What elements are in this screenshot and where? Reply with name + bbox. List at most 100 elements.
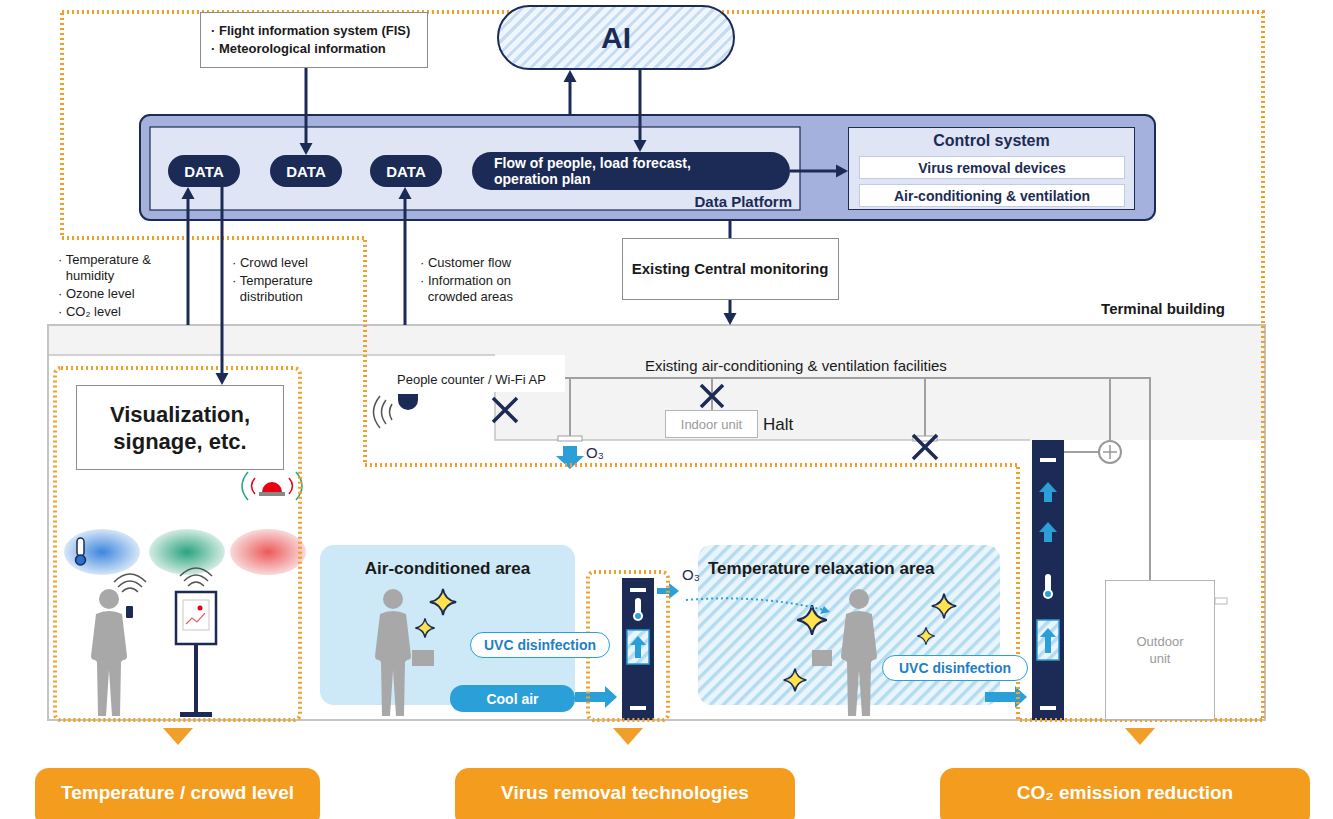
relaxation-zone: Temperature relaxation area [698,545,1000,705]
wifi-signal [180,568,212,586]
category-pill: Temperature / crowd level [35,768,320,819]
uvc-chamber [627,630,649,664]
grille [1040,706,1056,710]
kiosk-screen [198,606,203,611]
thermometer-icon [76,555,86,565]
ceiling-line [49,354,495,356]
airflow-arrow [1039,522,1057,542]
alert-waves [242,472,302,500]
arrow-head [564,70,577,82]
info-source-box: · Flight information system (FIS)· Meteo… [200,12,428,68]
kiosk-chart [186,613,205,624]
grille [630,588,646,592]
clean-sparkle [932,594,957,619]
passenger-figure [841,589,877,716]
air-conditioned-zone-label: Air-conditioned area [320,559,575,579]
connector-line [221,187,224,374]
kiosk-screen [183,600,209,630]
thermometer-icon [633,611,643,621]
scope-outline [55,368,300,720]
indoor-unit-box-label: Indoor unit [681,417,742,432]
air-conditioned-zone: Air-conditioned area [320,545,575,705]
arrow-head [182,187,195,199]
duct-drop [570,378,925,437]
connector-line [404,198,407,325]
thermometer-icon [1043,589,1053,599]
halt-mark [701,385,723,407]
connector-line [790,170,837,173]
briefcase [812,650,832,666]
annotation-label: · Temperature distribution [232,273,350,305]
duct-space-outline [495,392,1030,440]
data-pill-label: DATA [184,163,223,180]
control-item-label: Air-conditioning & ventilation [894,188,1090,204]
annotation-label: · Ozone level [58,286,135,302]
data-pill: DATA [168,155,240,187]
thermometer-icon [77,538,84,556]
category-pill-label: Virus removal technologies [501,782,749,804]
air-conditioned-zone-fill [320,545,575,705]
process-pill-label: Flow of people, load forecast, operation… [494,155,734,187]
people-counter-icon [398,394,418,410]
data-pill-label: DATA [386,163,425,180]
duct-space [495,355,1264,440]
control-item-label: Virus removal devices [918,160,1066,176]
annotation-label: O₃ [586,444,604,461]
data-pill: DATA [370,155,442,187]
annotation-label: · Information on crowded areas [420,273,553,305]
relaxation-zone-label: Temperature relaxation area [708,559,934,579]
annotation-label: O₃ [682,566,700,583]
connector-arrow [724,300,737,325]
connector-line [639,70,642,141]
monitoring-box-label: Existing Central monitoring [632,259,829,279]
arrow-head [399,187,412,199]
connector-arrow [182,187,195,325]
kiosk-base [180,712,212,717]
airflow-arrow [1040,628,1056,653]
outdoor-unit-box: Outdoor unit [1105,580,1215,720]
data-platform-inner [150,127,800,210]
clean-sparkle [784,669,807,692]
temperature-zone-green [149,529,225,575]
connector-arrow [564,70,577,115]
airflow-arrow [630,636,646,658]
connector-arrow [634,70,647,152]
data-pill: DATA [270,155,342,187]
halt-mark [913,435,937,459]
annotation-label: · Temperature & humidity [58,252,178,284]
connector-line [569,81,572,115]
process-pill: Flow of people, load forecast, operation… [472,152,790,190]
annotation-label: · Customer flow [420,255,511,271]
indoor-unit-box: Indoor unit [665,410,758,438]
ai-engine-label: AI [601,21,631,55]
clean-sparkle [430,589,456,615]
outdoor-pipe [1215,598,1227,604]
fan-blades [1103,445,1117,459]
purifier-column [1032,440,1064,720]
cool-air-tag-label: Cool air [486,691,538,707]
data-platform-panel: Data PlatformDATADATADATAFlow of people,… [140,115,1155,220]
control-item: Air-conditioning & ventilation [859,184,1125,207]
thermometer-icon [1045,591,1051,597]
cool-air-tag: Cool air [450,685,575,712]
pointer-triangle [613,728,643,745]
category-pill: Virus removal technologies [455,768,795,819]
building-outline-label: Terminal building [1101,300,1225,317]
airflow-arrow [1039,482,1057,502]
uvc-chamber [1037,620,1059,660]
control-item: Virus removal devices [859,156,1125,179]
annotation-label: Existing air-conditioning & ventilation … [645,357,947,374]
uvc-tag-label: UVC disinfection [899,660,1011,676]
annotation-label: People counter / Wi-Fi AP [397,372,546,388]
data-platform-band [140,115,1155,220]
connector-arrow [216,187,229,385]
alert-beacon-base [259,492,285,496]
clean-sparkle [415,618,434,637]
temperature-zone-blue [64,529,140,575]
category-pill: CO₂ emission reduction [940,768,1310,819]
pointer-triangle [163,728,193,745]
connector-arrow [790,165,848,178]
monitoring-box: Existing Central monitoring [622,238,839,300]
info-source-box-label: · Meteorological information [211,40,386,58]
